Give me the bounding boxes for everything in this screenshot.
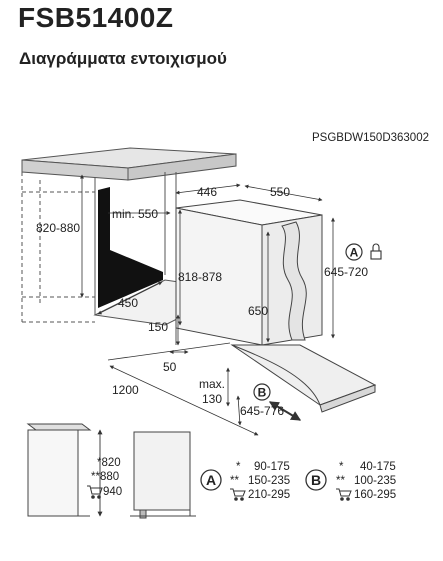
cart-icon bbox=[87, 485, 103, 499]
dim-cabinet-height: 820-880 bbox=[36, 221, 80, 235]
lock-icon bbox=[370, 243, 382, 260]
label-a-circle: A bbox=[345, 243, 363, 261]
page-subtitle: Διαγράμματα εντοιχισμού bbox=[19, 49, 227, 68]
svg-text:90-175: 90-175 bbox=[254, 461, 290, 473]
svg-text:**: ** bbox=[336, 475, 345, 487]
svg-text:*: * bbox=[339, 461, 344, 473]
svg-text:150-235: 150-235 bbox=[248, 475, 290, 487]
side-height-2: **880 bbox=[91, 471, 119, 483]
label-b-circle: B bbox=[253, 383, 271, 401]
model-title: FSB51400Z bbox=[18, 2, 174, 33]
svg-text:160-295: 160-295 bbox=[354, 489, 396, 501]
dim-door-depth: 1200 bbox=[112, 383, 139, 397]
svg-text:**: ** bbox=[230, 475, 239, 487]
decor-door-panel bbox=[281, 221, 307, 341]
dimension-lines bbox=[80, 174, 335, 436]
cart-icon bbox=[336, 488, 352, 501]
svg-text:A: A bbox=[350, 246, 359, 260]
dim-top-width: 446 bbox=[197, 185, 217, 199]
dim-top-depth: 550 bbox=[270, 185, 290, 199]
svg-text:B: B bbox=[258, 386, 267, 400]
dim-max-value: 130 bbox=[202, 392, 222, 406]
open-door bbox=[230, 344, 377, 413]
svg-text:40-175: 40-175 bbox=[360, 461, 396, 473]
dim-hinge-range: 645-776 bbox=[240, 404, 284, 418]
document-code: PSGBDW150D363002 bbox=[312, 132, 429, 144]
svg-text:100-235: 100-235 bbox=[354, 475, 396, 487]
svg-text:210-295: 210-295 bbox=[248, 489, 290, 501]
dim-niche-width: 450 bbox=[118, 296, 138, 310]
niche-back-wall bbox=[98, 187, 163, 308]
dim-appliance-height: 818-878 bbox=[178, 270, 222, 284]
dim-max-label: max. bbox=[199, 377, 225, 391]
side-view bbox=[26, 423, 196, 519]
svg-text:A: A bbox=[206, 472, 216, 488]
dim-body-height: 650 bbox=[248, 304, 268, 318]
side-height-1: *820 bbox=[97, 457, 121, 469]
table-a: A * 90-175 ** 150-235 210-295 bbox=[200, 461, 290, 501]
dim-plinth-height: 150 bbox=[148, 320, 168, 334]
cart-icon bbox=[230, 488, 246, 501]
table-b: B * 40-175 ** 100-235 160-295 bbox=[305, 461, 396, 501]
svg-text:B: B bbox=[311, 472, 321, 488]
side-height-3: 940 bbox=[103, 486, 122, 498]
dim-min-depth: min. 550 bbox=[112, 207, 158, 221]
dim-plinth-offset: 50 bbox=[163, 360, 177, 374]
svg-text:*: * bbox=[236, 461, 241, 473]
dim-a-range: 645-720 bbox=[324, 265, 368, 279]
